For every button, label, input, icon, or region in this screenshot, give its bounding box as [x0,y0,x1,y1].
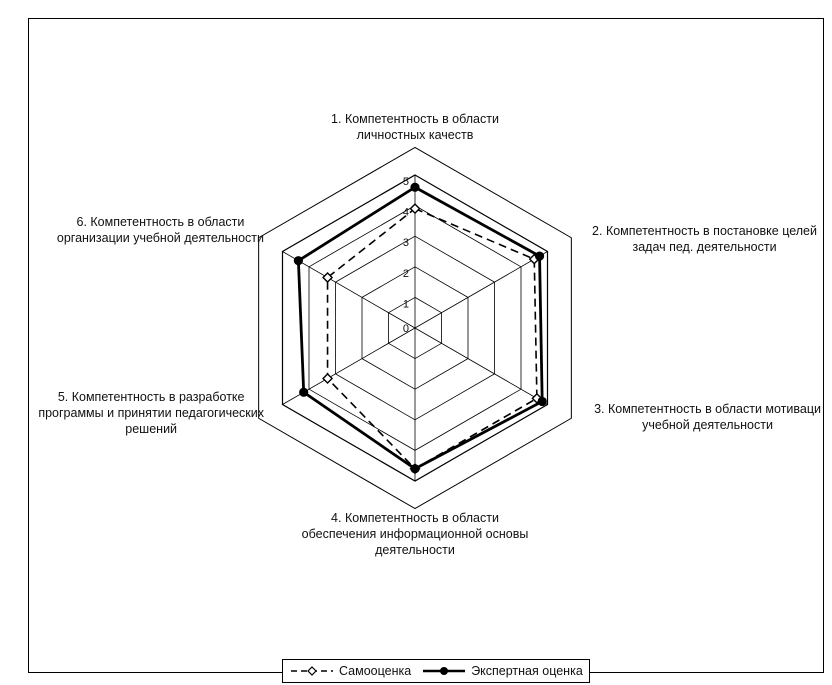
radar-tick-label: 0 [403,323,409,335]
radar-chart: 0 1 2 3 4 5 [258,146,572,510]
axis-label-line: деятельности [375,543,455,557]
axis-label-2: 2. Компетентность в постановке целей зада… [592,223,817,255]
radar-tick-label: 3 [403,237,409,249]
axis-label-line: программы и принятии педагогических [38,406,264,420]
legend-swatch-expert [423,667,466,675]
series-point [322,373,334,384]
axis-label-line: 4. Компетентность в области [331,511,499,525]
radar-tick-labels: 0 1 2 3 4 5 [403,176,409,335]
legend-label-self: Самооценка [339,664,412,678]
series-point [410,464,420,474]
radar-tick-label: 1 [403,298,409,310]
axis-label-line: 3. Компетентность в области мотиваци [594,402,821,416]
series-point [322,272,334,283]
chart-legend: Самооценка Экспертная оценка [282,659,590,683]
axis-label-5: 5. Компетентность в разработке программы … [38,389,264,437]
legend-swatch-self [291,666,333,676]
axis-label-line: личностных качеств [356,128,474,142]
radar-series [293,182,547,475]
series-point [410,182,420,192]
legend-item-self: Самооценка [289,664,411,678]
axis-label-line: 2. Компетентность в постановке целей [592,224,817,238]
series-point [299,387,309,397]
axis-label-line: 6. Компетентность в области [76,215,245,229]
axis-label-4: 4. Компетентность в области обеспечения и… [302,510,529,558]
series-expert [293,182,547,474]
radar-spoke [282,251,416,329]
axis-label-line: решений [125,422,178,436]
axis-label-line: организации учебной деятельности [56,231,264,245]
radar-tick-label: 2 [403,268,409,280]
radar-tick-label: 4 [403,207,409,219]
legend-label-expert: Экспертная оценка [471,664,583,678]
series-point [293,256,303,266]
series-point [537,396,547,407]
series-point [534,251,545,261]
legend-item-expert: Экспертная оценка [421,664,583,678]
series-point [409,203,421,215]
radar-tick-label: 5 [403,176,409,188]
axis-label-line: 1. Компетентность в области [331,112,499,126]
axis-label-line: 5. Компетентность в разработке [57,390,245,404]
axis-label-1: 1. Компетентность в области личностных ка… [331,111,499,143]
axis-label-3: 3. Компетентность в области мотиваци учеб… [594,401,821,433]
axis-label-line: задач пед. деятельности [632,240,777,254]
radar-spoke [414,251,548,329]
axis-label-line: обеспечения информационной основы [301,527,529,541]
chart-frame: 0 1 2 3 4 5 1. Компетентность в области личнос… [28,18,824,683]
axis-label-line: учебной деятельности [642,418,773,432]
axis-label-6: 6. Компетентность в области организации у… [57,214,264,246]
radar-spoke [414,327,548,405]
